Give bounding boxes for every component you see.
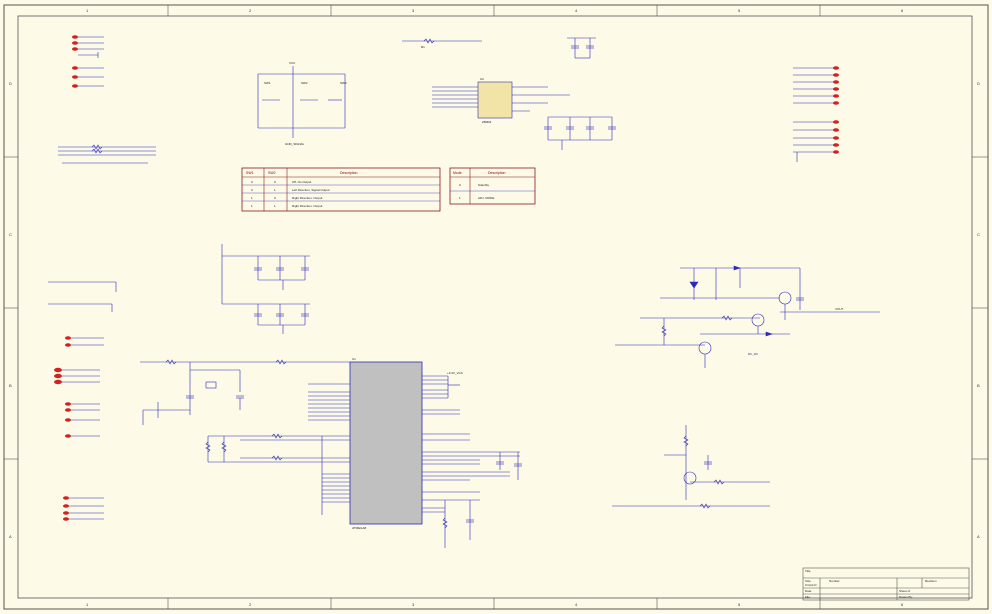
title-block: [802, 567, 970, 601]
zone-right-d: D: [977, 81, 980, 86]
truth-table-sw: [241, 167, 441, 212]
left-port-dots-bottom: [63, 496, 69, 521]
drawn-label: Drawn By:: [899, 595, 913, 599]
switch-block: [257, 66, 346, 138]
top-resistor-r1: [402, 38, 482, 44]
left-port-lines-mid: [62, 337, 104, 437]
file-label: File:: [805, 595, 811, 599]
mode-table: [449, 167, 536, 205]
table1-header-sw1: SW1: [246, 171, 254, 175]
gnd-signal-label: GND_SIGNAL: [285, 142, 305, 146]
dc-dc-circuit: [615, 265, 880, 368]
left-port-dots-top: [72, 35, 78, 88]
table1-r4-c2: 1: [274, 204, 276, 208]
zone-bottom-6: 6: [901, 602, 904, 607]
zone-bottom-1: 1: [86, 602, 89, 607]
zone-bottom-5: 5: [738, 602, 741, 607]
zone-left-a: A: [9, 534, 12, 539]
crystal-block: [140, 359, 350, 425]
vcc-label-sw: VCC: [289, 61, 296, 65]
zone-left-d: D: [9, 81, 12, 86]
table1-r2-c2: 1: [274, 188, 276, 192]
zone-bottom-3: 3: [412, 602, 415, 607]
zone-top-6: 6: [901, 8, 904, 13]
table1-r1-c1: 0: [251, 180, 253, 184]
left-resistor-network: [58, 144, 156, 164]
table1-r4-c1: 1: [251, 204, 253, 208]
zone-top-2: 2: [249, 8, 252, 13]
zone-labels: 1 2 3 4 5 6 1 2 3 4 5 6 D C B A D C B A: [9, 8, 980, 607]
sw3-label: SW3: [340, 81, 347, 85]
u2-pins: [432, 86, 570, 112]
zone-right-a: A: [977, 534, 980, 539]
table1-r3-c3: Right Direction, Output: [292, 196, 323, 200]
u1-left-pins: [240, 383, 350, 515]
u1-part: ATMEGA8: [352, 526, 366, 530]
filter-block: [221, 244, 310, 334]
table2-header-desc: Description: [488, 171, 506, 175]
sw1-label: SW1: [264, 81, 271, 85]
table1-r4-c3: Right Direction, Output: [292, 204, 323, 208]
table1-r3-c2: 0: [274, 196, 276, 200]
reset-resistor-block: [205, 433, 283, 463]
table1-r2-c1: 0: [251, 188, 253, 192]
table2-r1-c1: 0: [459, 183, 461, 187]
zone-top-5: 5: [738, 8, 741, 13]
right-port-cluster: [793, 67, 834, 162]
revision-label: Revision: [925, 579, 937, 583]
u2-part: ZB4R4: [482, 120, 492, 124]
table2-r2-c1: 1: [459, 196, 461, 200]
table1-r2-c3: Left Direction, Signal Output: [292, 188, 330, 192]
sheet-label: Sheet of: [899, 589, 910, 593]
table1-r3-c1: 1: [251, 196, 253, 200]
u2-name: U2: [480, 77, 484, 81]
table1-r1-c2: 0: [274, 180, 276, 184]
top-cap-cluster: [567, 37, 596, 59]
zone-bottom-2: 2: [249, 602, 252, 607]
left-port-dots-mid: [54, 336, 71, 438]
zone-top-4: 4: [575, 8, 578, 13]
vout-label: VOUT: [835, 307, 844, 311]
u1-right-pins: [422, 375, 520, 513]
table2-r2-c2: ADJ. MODE: [478, 196, 494, 200]
size-label: Size: [805, 579, 811, 583]
table1-r1-c3: Off, No Output: [292, 180, 311, 184]
u2-caps: [544, 116, 616, 150]
dc-dc-label: DC_DC: [748, 352, 759, 356]
date-label: Date:: [805, 589, 812, 593]
zone-dividers: [4, 5, 988, 609]
zone-top-3: 3: [412, 8, 415, 13]
u1-chip-body: [349, 361, 423, 525]
outer-border: [3, 4, 989, 610]
zone-left-b: B: [9, 383, 12, 388]
zone-top-1: 1: [86, 8, 89, 13]
table2-r1-c2: Standby: [478, 183, 490, 187]
table1-header-desc: Description: [340, 171, 358, 175]
left-port-lines-bottom: [69, 497, 104, 520]
zone-left-c: C: [9, 232, 12, 237]
table2-header-mode: Mode: [453, 171, 462, 175]
title-label: Title: [805, 569, 811, 573]
inner-border: [17, 15, 973, 599]
r1-label: R1: [421, 45, 425, 49]
zone-bottom-4: 4: [575, 602, 578, 607]
left-port-cluster-top: [78, 36, 104, 87]
table1-header-sw2: SW2: [268, 171, 276, 175]
u2-chip-body: [477, 81, 513, 119]
size-value: Circuit D: [805, 583, 817, 587]
sw2-label: SW2: [301, 81, 308, 85]
zone-right-c: C: [977, 232, 980, 237]
left-mid-nets: [48, 281, 117, 312]
u1-name: U1: [352, 357, 356, 361]
zone-right-b: B: [977, 383, 980, 388]
right-port-dots: [833, 66, 839, 154]
u1-right-components: [442, 452, 522, 548]
transistor-stage: [612, 425, 770, 509]
number-label: Number: [829, 579, 840, 583]
power-label: +3.3V_VCC: [447, 371, 464, 375]
